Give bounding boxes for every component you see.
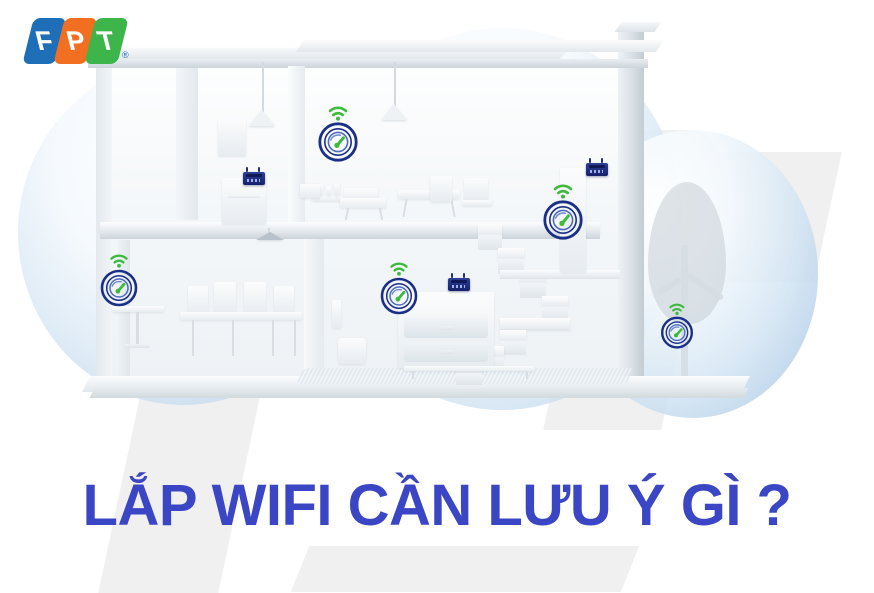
wall-shelf xyxy=(312,196,352,201)
dining-chair xyxy=(274,286,294,316)
bench-leg xyxy=(526,371,528,379)
wifi-speed-icon-stairs[interactable] xyxy=(530,178,596,244)
dining-table-leg xyxy=(232,320,234,356)
bench-leg xyxy=(412,371,414,379)
roof-slab-upper xyxy=(295,40,665,52)
cabinet-line xyxy=(228,196,260,198)
lamp-cord xyxy=(262,62,264,126)
upper-sofa-seat xyxy=(340,198,386,208)
stair-step xyxy=(478,224,502,235)
dining-table-leg xyxy=(192,320,194,356)
round-table-base xyxy=(124,344,150,348)
partition-wall-1 xyxy=(176,68,198,220)
drawer-handle xyxy=(440,350,454,354)
lamp-shade xyxy=(256,232,284,240)
upper-long-bench xyxy=(398,190,460,199)
low-bench xyxy=(404,366,534,371)
wifi-speed-icon-kitchen[interactable] xyxy=(88,248,150,310)
round-table-top xyxy=(112,306,164,312)
stair-riser xyxy=(478,235,502,250)
stair-riser xyxy=(520,283,546,298)
shelf-object-3 xyxy=(334,183,340,196)
upper-armchair-2 xyxy=(464,178,488,202)
tree-trunk xyxy=(681,245,688,382)
watermark-shape-bar xyxy=(290,546,640,592)
mid-floor-edge xyxy=(100,233,600,239)
partition-wall-2 xyxy=(288,66,305,222)
dining-table-leg xyxy=(272,320,274,356)
drawer-handle xyxy=(440,326,454,330)
lamp-cord xyxy=(394,62,396,114)
shelf-object-2 xyxy=(326,186,331,196)
partition-wall-3 xyxy=(304,232,324,392)
upper-table xyxy=(462,200,492,206)
stair-step xyxy=(498,248,524,259)
wall-panel-art xyxy=(218,118,246,156)
armchair-round xyxy=(338,338,366,364)
wifi-speed-icon-outdoor[interactable] xyxy=(650,298,704,352)
stair-landing-shelf xyxy=(500,270,620,279)
dining-table-leg xyxy=(294,320,296,356)
dining-chair xyxy=(214,282,236,316)
page-title: LẮP WIFI CẦN LƯU Ý GÌ ? xyxy=(82,473,792,538)
floor-vase xyxy=(332,300,341,328)
round-table-stem xyxy=(136,312,139,346)
registered-mark: ® xyxy=(122,50,129,60)
lamp-shade xyxy=(381,104,407,120)
upper-cabinet xyxy=(222,178,266,224)
dining-chair xyxy=(244,282,266,316)
right-column-cap xyxy=(614,22,662,32)
wifi-speed-icon-living[interactable] xyxy=(368,256,430,318)
wifi-speed-icon-upper-left[interactable] xyxy=(305,100,371,166)
stair-landing xyxy=(500,318,570,329)
mid-floor-slab xyxy=(100,222,600,233)
stair-riser xyxy=(456,373,482,385)
stair-riser xyxy=(500,341,526,355)
lamp-shade xyxy=(249,110,275,126)
dining-chair xyxy=(188,286,208,316)
stair-step xyxy=(500,330,526,341)
roof-front-edge xyxy=(88,59,648,68)
dining-table-top xyxy=(180,312,302,320)
ground-floor-edge xyxy=(89,388,749,398)
fpt-logo[interactable]: F P T ® xyxy=(22,18,130,66)
stair-step xyxy=(542,296,568,307)
right-column xyxy=(618,30,644,390)
upper-side-table xyxy=(300,184,320,198)
upper-armchair xyxy=(430,176,452,202)
